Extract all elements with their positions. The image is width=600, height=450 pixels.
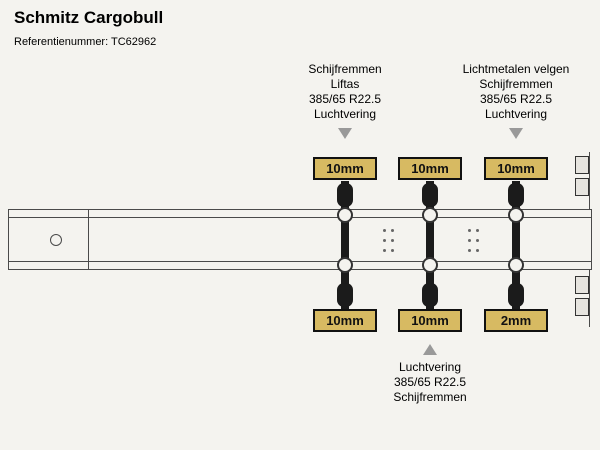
frame-rail-top-inner (8, 217, 592, 218)
frame-left-edge (8, 209, 9, 270)
frame-hole (383, 229, 386, 232)
axle-3-bottom-tire (508, 283, 524, 307)
axle2-annotation: Luchtvering 385/65 R22.5 Schijfremmen (340, 360, 520, 405)
annotation-line: Schijfremmen (308, 62, 382, 76)
annotation-line: Lichtmetalen velgen (462, 62, 570, 76)
frame-hole (468, 249, 471, 252)
frame-hole (476, 249, 479, 252)
tire-depth-badge-top-1: 10mm (313, 157, 377, 180)
arrow-up-icon (423, 344, 437, 355)
axle1-annotation: Schijfremmen Liftas 385/65 R22.5 Luchtve… (255, 62, 435, 122)
tire-depth-badge-bottom-2: 10mm (398, 309, 462, 332)
frame-hole (468, 239, 471, 242)
frame-hole (476, 229, 479, 232)
annotation-line: Luchtvering (484, 107, 548, 121)
annotation-line: 385/65 R22.5 (308, 92, 382, 106)
annotation-line: Schijfremmen (479, 77, 553, 91)
tire-depth-badge-bottom-3: 2mm (484, 309, 548, 332)
rear-bracket (575, 178, 589, 196)
annotation-line: 385/65 R22.5 (479, 92, 553, 106)
axle-3-shaft (512, 181, 520, 309)
rear-bracket (575, 298, 589, 316)
annotation-line: Luchtvering (313, 107, 377, 121)
kingpin-circle (50, 234, 62, 246)
axle-3-top-hub (508, 207, 524, 223)
front-section-divider (88, 209, 89, 270)
annotation-line: Luchtvering (398, 360, 462, 374)
axle-2-top-hub (422, 207, 438, 223)
axle-2-top-tire (422, 183, 438, 207)
frame-hole (391, 249, 394, 252)
annotation-line: Schijfremmen (393, 390, 467, 404)
axle-3-bottom-hub (508, 257, 524, 273)
axle-1-top-tire (337, 183, 353, 207)
frame-hole (391, 229, 394, 232)
axle-1-top-hub (337, 207, 353, 223)
annotation-line: Liftas (330, 77, 360, 91)
frame-right-edge (591, 209, 592, 270)
frame-rail-bottom-inner (8, 261, 592, 262)
frame-hole (476, 239, 479, 242)
rear-bracket (575, 156, 589, 174)
frame-hole (383, 239, 386, 242)
tire-depth-badge-top-2: 10mm (398, 157, 462, 180)
rear-bracket-bar-bottom (589, 270, 590, 327)
axle-2-shaft (426, 181, 434, 309)
axle3-annotation: Lichtmetalen velgen Schijfremmen 385/65 … (426, 62, 600, 122)
frame-rail-bottom-outer (8, 269, 592, 270)
arrow-down-icon (509, 128, 523, 139)
axle-1-bottom-hub (337, 257, 353, 273)
tire-depth-badge-bottom-1: 10mm (313, 309, 377, 332)
tire-depth-badge-top-3: 10mm (484, 157, 548, 180)
rear-bracket-bar-top (589, 152, 590, 209)
axle-1-bottom-tire (337, 283, 353, 307)
arrow-down-icon (338, 128, 352, 139)
rear-bracket (575, 276, 589, 294)
axle-3-top-tire (508, 183, 524, 207)
frame-hole (383, 249, 386, 252)
page-title: Schmitz Cargobull (14, 8, 164, 27)
axle-2-bottom-hub (422, 257, 438, 273)
annotation-line: 385/65 R22.5 (393, 375, 467, 389)
reference-number: Referentienummer: TC62962 (14, 36, 157, 48)
frame-hole (391, 239, 394, 242)
frame-rail-top-outer (8, 209, 592, 210)
axle-2-bottom-tire (422, 283, 438, 307)
frame-hole (468, 229, 471, 232)
axle-1-shaft (341, 181, 349, 309)
